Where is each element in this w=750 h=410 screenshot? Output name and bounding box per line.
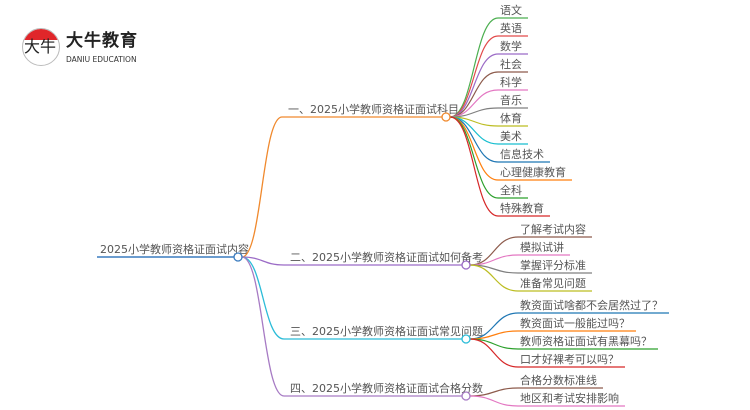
branch-connector — [241, 256, 285, 266]
leaf-label[interactable]: 掌握评分标准 — [520, 258, 586, 272]
leaf-label[interactable]: 科学 — [500, 75, 522, 89]
branch-label[interactable]: 四、2025小学教师资格证面试合格分数 — [290, 381, 483, 395]
leaf-connector — [449, 17, 499, 118]
leaf-connector — [469, 395, 519, 407]
leaf-label[interactable]: 教资面试啥都不会居然过了？ — [520, 298, 663, 312]
branch-collapse-toggle[interactable] — [461, 391, 471, 401]
leaf-label[interactable]: 全科 — [500, 183, 522, 197]
leaf-label[interactable]: 体育 — [500, 111, 522, 125]
logo: 大牛 大牛教育 DANIU EDUCATION — [22, 28, 162, 72]
leaf-connector — [469, 264, 519, 292]
branch-connector — [241, 256, 285, 340]
leaf-label[interactable]: 美术 — [500, 130, 522, 143]
root-collapse-toggle[interactable] — [233, 252, 243, 262]
branch-label[interactable]: 二、2025小学教师资格证面试如何备考 — [290, 250, 483, 264]
leaf-label[interactable]: 合格分数标准线 — [520, 373, 597, 387]
leaf-label[interactable]: 口才好裸考可以吗？ — [520, 352, 619, 366]
logo-mark-icon: 大牛 — [22, 28, 60, 66]
leaf-connector — [449, 116, 499, 199]
branch-collapse-toggle[interactable] — [461, 260, 471, 270]
leaf-label[interactable]: 地区和考试安排影响 — [520, 391, 619, 405]
leaf-label[interactable]: 音乐 — [500, 93, 522, 107]
logo-name-cn: 大牛教育 — [66, 31, 138, 51]
logo-name-en: DANIU EDUCATION — [66, 55, 137, 64]
leaf-connector — [469, 338, 519, 368]
leaf-connector — [449, 116, 499, 181]
logo-mark-text: 大牛 — [24, 37, 57, 56]
branch-connector — [241, 116, 283, 258]
leaf-connector — [449, 53, 499, 118]
leaf-label[interactable]: 特殊教育 — [500, 201, 544, 215]
leaf-label[interactable]: 准备常见问题 — [520, 276, 586, 290]
leaf-label[interactable]: 英语 — [500, 21, 522, 35]
branch-connector — [241, 256, 285, 397]
leaf-label[interactable]: 社会 — [500, 57, 522, 71]
leaf-label[interactable]: 教资面试一般能过吗？ — [520, 316, 630, 330]
leaf-label[interactable]: 数学 — [500, 39, 522, 53]
leaf-label[interactable]: 模拟试讲 — [520, 240, 564, 254]
branch-label[interactable]: 三、2025小学教师资格证面试常见问题 — [290, 324, 483, 338]
leaf-connector — [449, 35, 499, 118]
branch-collapse-toggle[interactable] — [461, 334, 471, 344]
leaf-label[interactable]: 心理健康教育 — [500, 165, 566, 179]
leaf-label[interactable]: 信息技术 — [500, 147, 544, 161]
leaf-label[interactable]: 了解考试内容 — [520, 222, 586, 236]
leaf-connector — [449, 116, 499, 217]
branch-collapse-toggle[interactable] — [441, 112, 451, 122]
branch-label[interactable]: 一、2025小学教师资格证面试科目 — [288, 102, 459, 116]
leaf-label[interactable]: 语文 — [500, 3, 522, 17]
leaf-connector — [449, 116, 499, 163]
leaf-label[interactable]: 教师资格证面试有黑幕吗？ — [520, 334, 652, 348]
root-label[interactable]: 2025小学教师资格证面试内容 — [100, 242, 249, 256]
